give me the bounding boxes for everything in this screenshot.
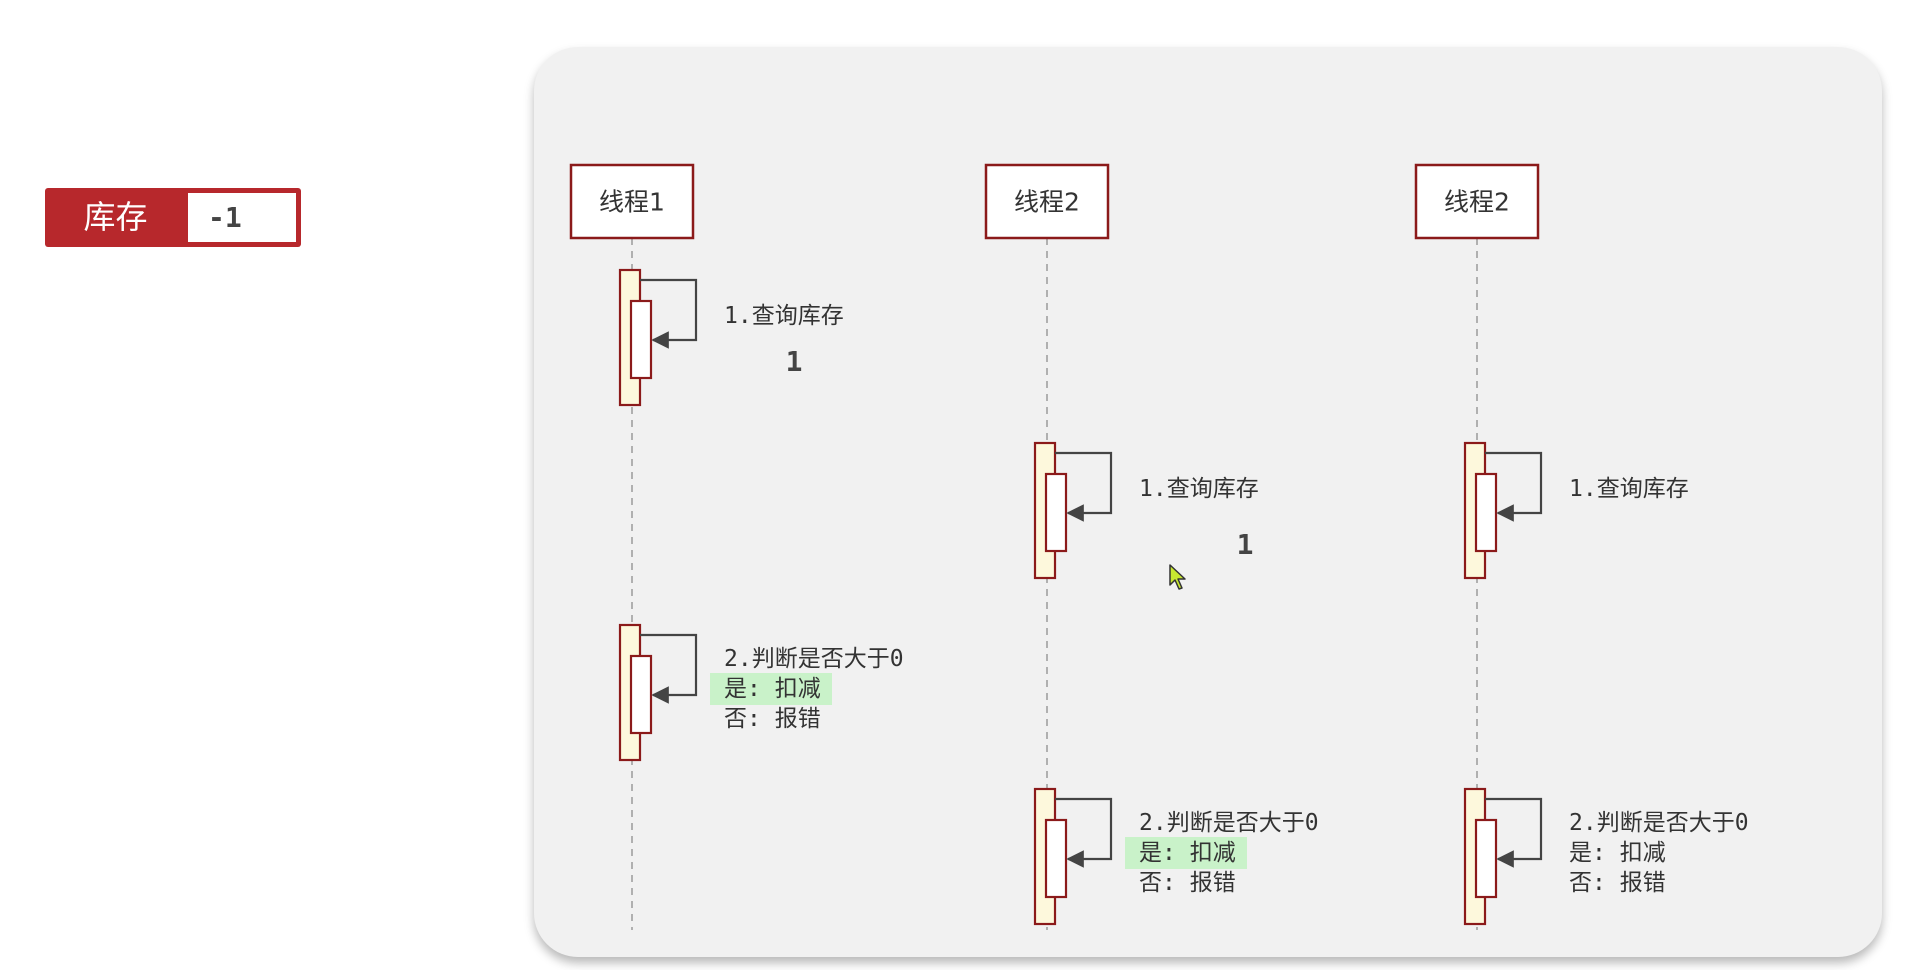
stock-value-box: -1 bbox=[188, 193, 296, 242]
mouse-cursor-icon bbox=[1169, 564, 1186, 590]
step-text-1-2-2: 是: 扣减 bbox=[724, 676, 821, 702]
stock-badge: 库存 -1 bbox=[45, 188, 301, 247]
self-call-arrow-1-1 bbox=[640, 278, 698, 349]
diagram-panel bbox=[534, 47, 1882, 957]
thread-header-box-1 bbox=[569, 163, 695, 240]
thread-header-label-2: 线程2 bbox=[1014, 188, 1080, 217]
activation-inner-1-2 bbox=[629, 654, 653, 735]
activation-inner-3-2 bbox=[1474, 818, 1498, 899]
step-text-2-2-1: 2.判断是否大于0 bbox=[1139, 810, 1319, 836]
self-call-arrow-1-2 bbox=[640, 633, 698, 704]
activation-inner-2-1 bbox=[1044, 472, 1068, 553]
activation-inner-3-1 bbox=[1474, 472, 1498, 553]
step-text-3-1-1: 1.查询库存 bbox=[1569, 476, 1689, 502]
step-text-3-2-2: 是: 扣减 bbox=[1569, 840, 1666, 866]
query-result-2: 1 bbox=[1237, 528, 1254, 561]
self-call-arrow-2-1 bbox=[1055, 451, 1113, 522]
step-text-3-2-1: 2.判断是否大于0 bbox=[1569, 810, 1749, 836]
thread-header-box-2 bbox=[984, 163, 1110, 240]
highlight-mark-2-2 bbox=[1125, 837, 1247, 869]
step-text-2-2-3: 否: 报错 bbox=[1139, 870, 1236, 896]
step-text-3-2-3: 否: 报错 bbox=[1569, 870, 1666, 896]
query-result-1: 1 bbox=[786, 345, 803, 378]
stock-label: 库存 bbox=[83, 198, 148, 236]
step-text-1-2-3: 否: 报错 bbox=[724, 706, 821, 732]
thread-header-label-1: 线程1 bbox=[599, 188, 665, 217]
self-call-arrow-3-1 bbox=[1485, 451, 1543, 522]
activation-inner-1-1 bbox=[629, 299, 653, 380]
step-text-2-2-2: 是: 扣减 bbox=[1139, 840, 1236, 866]
stock-value: -1 bbox=[208, 201, 242, 234]
thread-header-label-3: 线程2 bbox=[1444, 188, 1510, 217]
step-text-2-1-1: 1.查询库存 bbox=[1139, 476, 1259, 502]
thread-header-box-3 bbox=[1414, 163, 1540, 240]
step-text-1-1-1: 1.查询库存 bbox=[724, 303, 844, 329]
self-call-arrow-3-2 bbox=[1485, 797, 1543, 868]
step-text-1-2-1: 2.判断是否大于0 bbox=[724, 646, 904, 672]
highlight-mark-1-2 bbox=[710, 673, 832, 705]
self-call-arrow-2-2 bbox=[1055, 797, 1113, 868]
activation-inner-2-2 bbox=[1044, 818, 1068, 899]
